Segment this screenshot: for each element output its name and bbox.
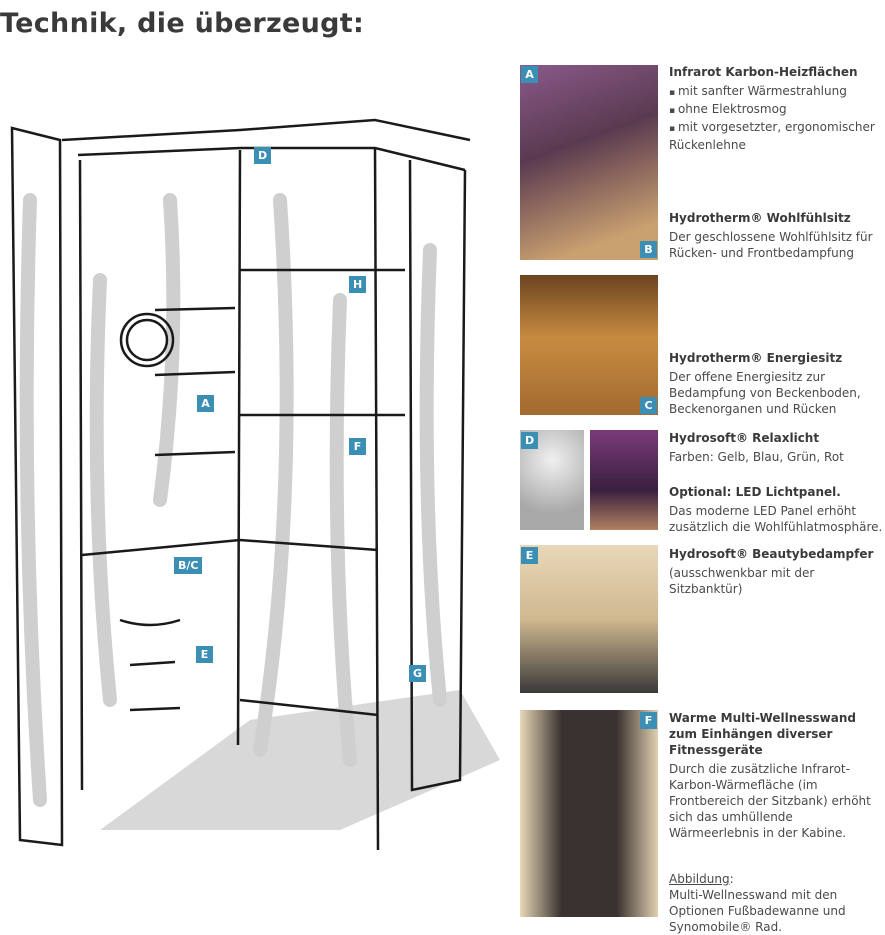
bullet: mit vorgesetzter, ergonomischer Rückenle…: [669, 119, 885, 153]
feature-title: Hydrotherm® Energiesitz: [669, 351, 843, 365]
photo-wellnesswand: [520, 710, 658, 917]
sketch-label-a: A: [197, 395, 214, 412]
page-title: Technik, die überzeugt:: [0, 8, 365, 39]
sketch-label-g: G: [409, 665, 427, 682]
sketch-label-bc: B/C: [174, 557, 203, 574]
sketch-label-h: H: [349, 276, 367, 293]
photo-beautybedampfer: [520, 545, 658, 693]
caption-label: Abbildung: [669, 872, 730, 886]
feature-text: Farben: Gelb, Blau, Grün, Rot: [669, 450, 844, 464]
photo-label-f: F: [640, 712, 657, 729]
feature-energiesitz: Hydrotherm® Energiesitz Der offene Energ…: [669, 350, 885, 417]
sketch-label-d: D: [254, 147, 272, 164]
feature-title: Infrarot Karbon-Heizflächen: [669, 65, 858, 79]
cabin-sketch: [10, 118, 500, 851]
feature-text: (ausschwenkbar mit der Sitzbanktür): [669, 566, 815, 596]
feature-infrarot: Infrarot Karbon-Heizflächen mit sanfter …: [669, 64, 885, 153]
feature-title: Hydrotherm® Wohlfühlsitz: [669, 211, 851, 225]
feature-title: Hydrosoft® Beautybedampfer: [669, 547, 874, 561]
sketch-label-e: E: [196, 646, 213, 663]
photo-label-a: A: [521, 66, 538, 83]
feature-text: Das moderne LED Panel erhöht zusätzlich …: [669, 504, 883, 534]
photo-led-panel: [590, 430, 658, 530]
photo-label-b: B: [640, 241, 657, 258]
feature-text: Der offene Energiesitz zur Bedampfung vo…: [669, 370, 861, 416]
bullet: mit sanfter Wärmestrahlung: [669, 83, 885, 101]
feature-text: Der geschlossene Wohlfühlsitz für Rücken…: [669, 230, 873, 260]
feature-wellnesswand: Warme Multi-Wellnesswand zum Einhängen d…: [669, 710, 885, 935]
feature-text: Durch die zusätzliche Infrarot-Karbon-Wä…: [669, 762, 871, 840]
feature-title: Hydrosoft® Relaxlicht: [669, 431, 820, 445]
caption-text: Multi-Wellnesswand mit den Optionen Fußb…: [669, 888, 846, 934]
feature-relaxlicht: Hydrosoft® Relaxlicht Farben: Gelb, Blau…: [669, 430, 885, 465]
feature-title: Optional: LED Lichtpanel.: [669, 485, 841, 499]
photo-label-d: D: [521, 432, 539, 449]
feature-beauty: Hydrosoft® Beautybedampfer (ausschwenkba…: [669, 546, 885, 597]
bullet: ohne Elektrosmog: [669, 101, 885, 119]
photo-infrarot-seat: [520, 65, 658, 260]
feature-bullets: mit sanfter Wärmestrahlung ohne Elektros…: [669, 83, 885, 153]
feature-wohlfuehlsitz: Hydrotherm® Wohlfühlsitz Der geschlossen…: [669, 210, 885, 261]
photo-label-e: E: [521, 547, 538, 564]
feature-led: Optional: LED Lichtpanel. Das moderne LE…: [669, 484, 885, 535]
sketch-label-f: F: [349, 438, 366, 455]
photo-energiesitz: [520, 275, 658, 415]
photo-label-c: C: [640, 397, 657, 414]
feature-title: Warme Multi-Wellnesswand zum Einhängen d…: [669, 711, 856, 757]
